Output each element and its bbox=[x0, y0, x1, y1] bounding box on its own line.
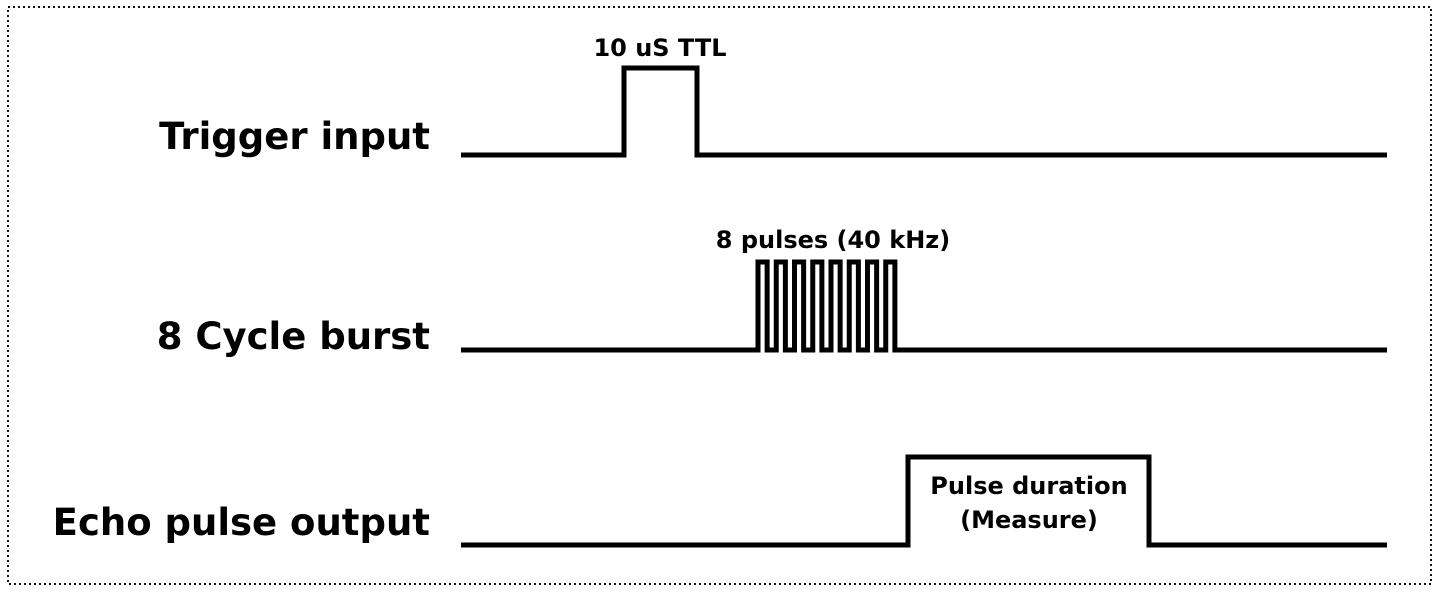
cycle-burst-waveform bbox=[461, 259, 1387, 353]
echo-pulse-waveform bbox=[461, 454, 1387, 548]
pulse-measure-annotation: (Measure) bbox=[960, 506, 1098, 534]
burst-pulses-annotation: 8 pulses (40 kHz) bbox=[716, 226, 950, 254]
trigger-input-waveform bbox=[461, 65, 1387, 158]
pulse-duration-annotation: Pulse duration bbox=[930, 472, 1127, 500]
cycle-burst-label: 8 Cycle burst bbox=[157, 315, 430, 358]
diagram-border bbox=[7, 6, 1432, 585]
trigger-input-label: Trigger input bbox=[159, 115, 430, 158]
trigger-pulse-annotation: 10 uS TTL bbox=[593, 34, 726, 62]
echo-pulse-output-label: Echo pulse output bbox=[53, 501, 430, 544]
